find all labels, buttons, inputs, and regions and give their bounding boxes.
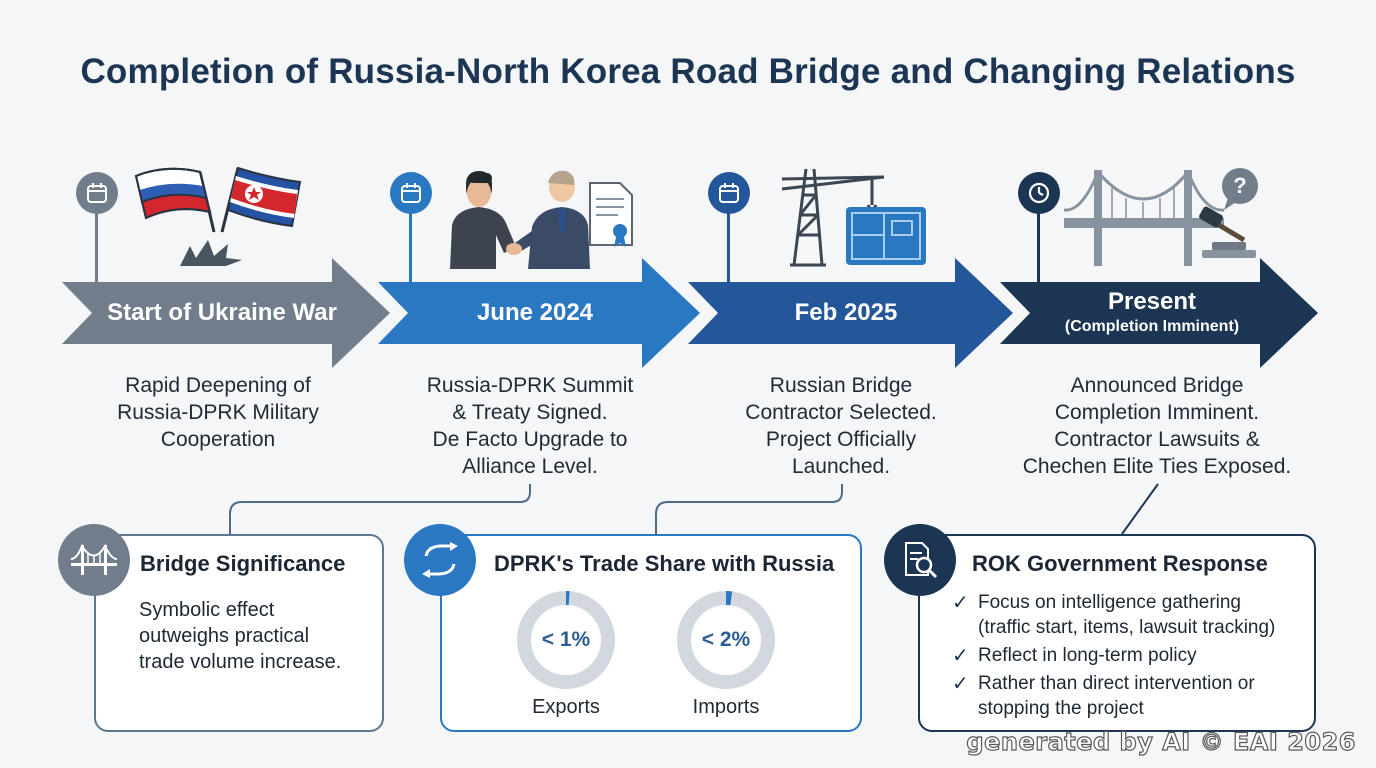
stage-1-description: Rapid Deepening of Russia-DPRK Military …	[117, 374, 319, 451]
connector-response	[1121, 483, 1159, 535]
connector-bridge	[229, 484, 531, 534]
handshake-icon	[506, 243, 522, 255]
imports-label: Imports	[692, 696, 760, 718]
bridge-card-body: Symbolic effect outweighs practical trad…	[139, 599, 342, 673]
stage-4-sublabel: (Completion Imminent)	[1064, 318, 1240, 335]
stage-4-label: Present	[1107, 288, 1197, 315]
flags-illustration	[134, 166, 302, 266]
pin-line-1	[95, 210, 98, 282]
crane-icon	[781, 168, 885, 267]
clock-icon	[1018, 172, 1060, 214]
bridge-gavel-illustration: ?	[1064, 168, 1258, 266]
construction-illustration	[781, 168, 926, 267]
trade-card-title: DPRK's Trade Share with Russia	[494, 551, 835, 576]
pin-line-3	[727, 210, 730, 282]
stage-2-description: Russia-DPRK Summit & Treaty Signed. De F…	[426, 374, 634, 478]
stage-2-label: June 2024	[476, 299, 594, 326]
rok-response-card	[918, 534, 1316, 732]
gavel-icon	[1199, 206, 1256, 258]
question-bubble-icon: ?	[1222, 168, 1258, 210]
blueprint-icon	[846, 207, 926, 265]
leader-left-icon	[450, 171, 516, 269]
stage-1-label: Start of Ukraine War	[107, 299, 337, 326]
stage-3-description: Russian Bridge Contractor Selected. Proj…	[745, 374, 937, 478]
check-icon: ✓	[952, 673, 969, 695]
page-title: Completion of Russia-North Korea Road Br…	[80, 52, 1296, 91]
response-bullet-2: Reflect in long-term policy	[978, 645, 1197, 666]
calendar-icon	[76, 172, 118, 214]
imports-value: < 2%	[701, 628, 751, 651]
arrow-stage-1	[62, 258, 390, 368]
calendar-icon	[708, 172, 750, 214]
stage-3-label: Feb 2025	[794, 299, 898, 326]
pin-line-4	[1037, 210, 1040, 282]
watermark: generated by AI © EAI 2026	[966, 727, 1356, 756]
handshake-illustration	[450, 170, 633, 269]
response-card-title: ROK Government Response	[972, 551, 1268, 576]
russia-flag-icon	[134, 167, 216, 233]
treaty-document-icon	[589, 182, 633, 247]
response-bullet-3: Rather than direct intervention or stopp…	[978, 673, 1255, 719]
arrow-stage-4	[1000, 258, 1318, 368]
exports-value: < 1%	[541, 628, 591, 651]
document-search-icon	[884, 524, 956, 596]
response-bullet-1: Focus on intelligence gathering (traffic…	[978, 592, 1276, 638]
exchange-icon	[404, 524, 476, 596]
bridge-significance-card	[94, 534, 384, 732]
bridge-icon	[58, 524, 130, 596]
arrow-stage-2	[378, 258, 700, 368]
trade-share-card	[440, 534, 862, 732]
calendar-icon	[390, 172, 432, 214]
svg-text:?: ?	[1233, 173, 1246, 198]
pin-line-2	[409, 210, 412, 282]
bridge-card-title: Bridge Significance	[140, 551, 346, 576]
leader-right-icon	[512, 170, 590, 269]
check-icon: ✓	[952, 645, 969, 667]
arrow-stage-3	[688, 258, 1013, 368]
explosion-icon	[180, 240, 242, 266]
suspension-bridge-icon	[1064, 170, 1225, 266]
stage-4-description: Announced Bridge Completion Imminent. Co…	[1022, 374, 1292, 478]
north-korea-flag-icon	[220, 166, 302, 233]
connector-trade	[655, 484, 843, 534]
check-icon: ✓	[952, 592, 969, 614]
exports-label: Exports	[532, 696, 600, 718]
